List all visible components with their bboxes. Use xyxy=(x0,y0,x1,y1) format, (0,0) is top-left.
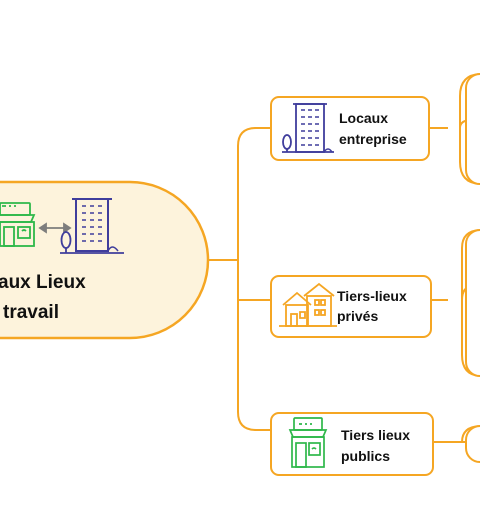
shop-icon xyxy=(0,202,36,247)
root-title-line2: travail xyxy=(3,302,59,323)
edge-node-1[interactable] xyxy=(465,73,480,185)
node-locaux-entreprise-line1: Locaux xyxy=(339,110,389,126)
trunk-connector xyxy=(237,127,257,431)
root-node[interactable] xyxy=(0,180,210,340)
node-tiers-lieux-publics-line1: Tiers lieux xyxy=(341,427,411,443)
tree-icon xyxy=(60,231,124,254)
office-building-icon xyxy=(282,103,334,153)
two-way-arrow-icon xyxy=(38,222,72,234)
node-tiers-lieux-prives-line1: Tiers-lieux xyxy=(337,288,407,304)
shop-icon xyxy=(288,417,328,468)
edge-node-3[interactable] xyxy=(465,425,480,463)
node-tiers-lieux-prives-line2: privés xyxy=(337,308,379,324)
node-tiers-lieux-publics[interactable] xyxy=(270,412,434,476)
node-locaux-entreprise-line2: entreprise xyxy=(339,131,407,147)
house-icon xyxy=(279,282,337,327)
office-building-icon xyxy=(72,198,119,252)
root-title-line1: aux Lieux xyxy=(0,272,86,293)
node-tiers-lieux-publics-line2: publics xyxy=(341,448,391,464)
edge-node-2[interactable] xyxy=(465,229,480,377)
